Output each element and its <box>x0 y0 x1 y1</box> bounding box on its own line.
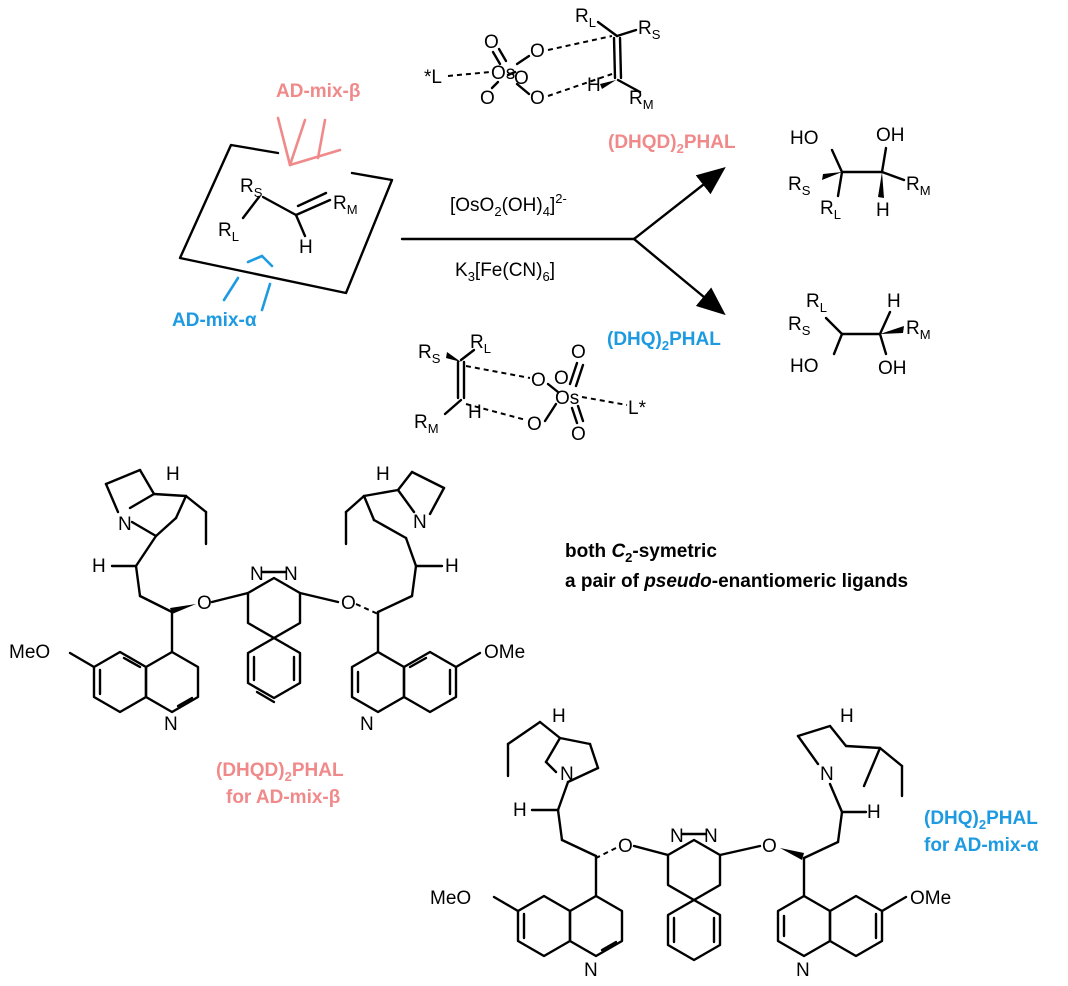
svg-text:H: H <box>513 800 527 821</box>
svg-text:RM: RM <box>414 412 439 436</box>
diol-product-alpha: RL RS H RM HO OH <box>788 291 931 379</box>
dhqd-caption-line1: (DHQD)2PHAL <box>216 760 344 784</box>
reagent-osmate: [OsO2(OH)4]2- <box>450 191 567 219</box>
svg-text:H: H <box>376 464 390 485</box>
svg-text:OMe: OMe <box>484 642 525 663</box>
alkene-rl: RL <box>218 220 239 244</box>
ts-top-os: Os <box>491 63 515 84</box>
svg-text:H: H <box>867 802 881 823</box>
svg-text:N: N <box>796 960 810 981</box>
svg-text:H: H <box>587 75 601 96</box>
svg-text:O: O <box>530 88 545 109</box>
svg-text:H: H <box>840 706 854 727</box>
svg-text:N: N <box>118 514 132 535</box>
reagent-ferricyanide: K3[Fe(CN)6] <box>455 260 555 284</box>
svg-text:MeO: MeO <box>9 642 50 663</box>
ts-bottom-ligand: L* <box>628 398 647 419</box>
ad-mix-alpha-attack <box>222 254 274 312</box>
svg-text:N: N <box>820 764 834 785</box>
svg-text:RM: RM <box>906 318 931 342</box>
dhqd-caption-line2: for AD-mix-β <box>226 787 340 808</box>
alkene-rs: RS <box>240 176 263 200</box>
svg-text:OMe: OMe <box>910 888 951 909</box>
svg-text:RL: RL <box>575 6 596 30</box>
svg-text:N: N <box>704 826 718 847</box>
svg-text:N: N <box>584 960 598 981</box>
svg-text:O: O <box>480 88 495 109</box>
svg-text:H: H <box>445 556 459 577</box>
ts-bottom-os: Os <box>555 388 579 409</box>
svg-text:HO: HO <box>790 356 819 377</box>
dhqd-phal-label: (DHQD)2PHAL <box>608 132 736 156</box>
svg-text:O: O <box>618 836 633 857</box>
reaction-arrow <box>400 167 726 316</box>
alkene-h: H <box>299 237 313 258</box>
mnemonic-plane-outline <box>178 143 394 295</box>
ad-mix-beta-attack <box>276 116 342 167</box>
svg-text:O: O <box>197 593 212 614</box>
svg-text:H: H <box>876 200 890 221</box>
ad-mix-alpha-label: AD-mix-α <box>172 310 257 331</box>
svg-text:HO: HO <box>790 128 819 149</box>
svg-text:N: N <box>284 564 298 585</box>
transition-state-bottom: RS RL RM H O O Os O O O L* <box>414 332 647 445</box>
dhq-caption-line2: for AD-mix-α <box>924 835 1039 856</box>
svg-text:RM: RM <box>629 88 654 112</box>
svg-text:MeO: MeO <box>430 888 471 909</box>
svg-text:N: N <box>250 564 264 585</box>
svg-text:RL: RL <box>806 291 827 315</box>
alkene-substrate: RS RL RM H <box>218 176 358 258</box>
note-line-2: a pair of pseudo-enantiomeric ligands <box>565 571 908 592</box>
svg-text:OH: OH <box>876 125 905 146</box>
svg-text:OH: OH <box>878 358 907 379</box>
svg-text:H: H <box>166 464 180 485</box>
ts-top-ligand: *L <box>424 67 442 88</box>
svg-text:O: O <box>531 370 546 391</box>
svg-text:O: O <box>762 836 777 857</box>
svg-text:O: O <box>484 32 499 53</box>
svg-text:H: H <box>92 556 106 577</box>
svg-text:N: N <box>360 714 374 735</box>
svg-text:H: H <box>552 706 566 727</box>
phthalazine-ring <box>246 576 302 640</box>
ligand-dhqd-phal: N N O O H N H N MeO <box>9 464 525 735</box>
svg-text:O: O <box>554 368 569 389</box>
svg-text:O: O <box>530 41 545 62</box>
svg-text:N: N <box>164 714 178 735</box>
diol-product-beta: HO OH RS RL H RM <box>788 125 931 222</box>
ad-mix-beta-label: AD-mix-β <box>276 81 360 102</box>
transition-state-top: *L Os O O O O O RL RS H RM <box>424 6 661 112</box>
svg-text:RS: RS <box>788 174 811 198</box>
svg-text:N: N <box>670 826 684 847</box>
svg-text:RL: RL <box>820 198 841 222</box>
svg-text:O: O <box>571 342 586 363</box>
svg-text:O: O <box>341 593 356 614</box>
mnemonic-plane: AD-mix-β AD-mix-α RS RL RM H <box>172 81 394 331</box>
dhq-caption-line1: (DHQ)2PHAL <box>924 808 1038 832</box>
svg-text:RS: RS <box>788 314 811 338</box>
alkene-rm: RM <box>333 193 358 217</box>
svg-text:O: O <box>527 414 542 435</box>
svg-text:O: O <box>571 424 586 445</box>
svg-text:RM: RM <box>906 174 931 198</box>
dhq-phal-label: (DHQ)2PHAL <box>607 329 721 353</box>
svg-text:RS: RS <box>638 18 661 42</box>
note-line-1: both C2-symetric <box>565 541 717 565</box>
ligand-dhq-phal: N N O O H N H N MeO <box>430 706 951 981</box>
svg-text:O: O <box>514 68 529 89</box>
svg-text:RL: RL <box>470 332 491 356</box>
svg-text:N: N <box>413 512 427 533</box>
svg-text:RS: RS <box>418 342 441 366</box>
svg-text:H: H <box>887 291 901 312</box>
